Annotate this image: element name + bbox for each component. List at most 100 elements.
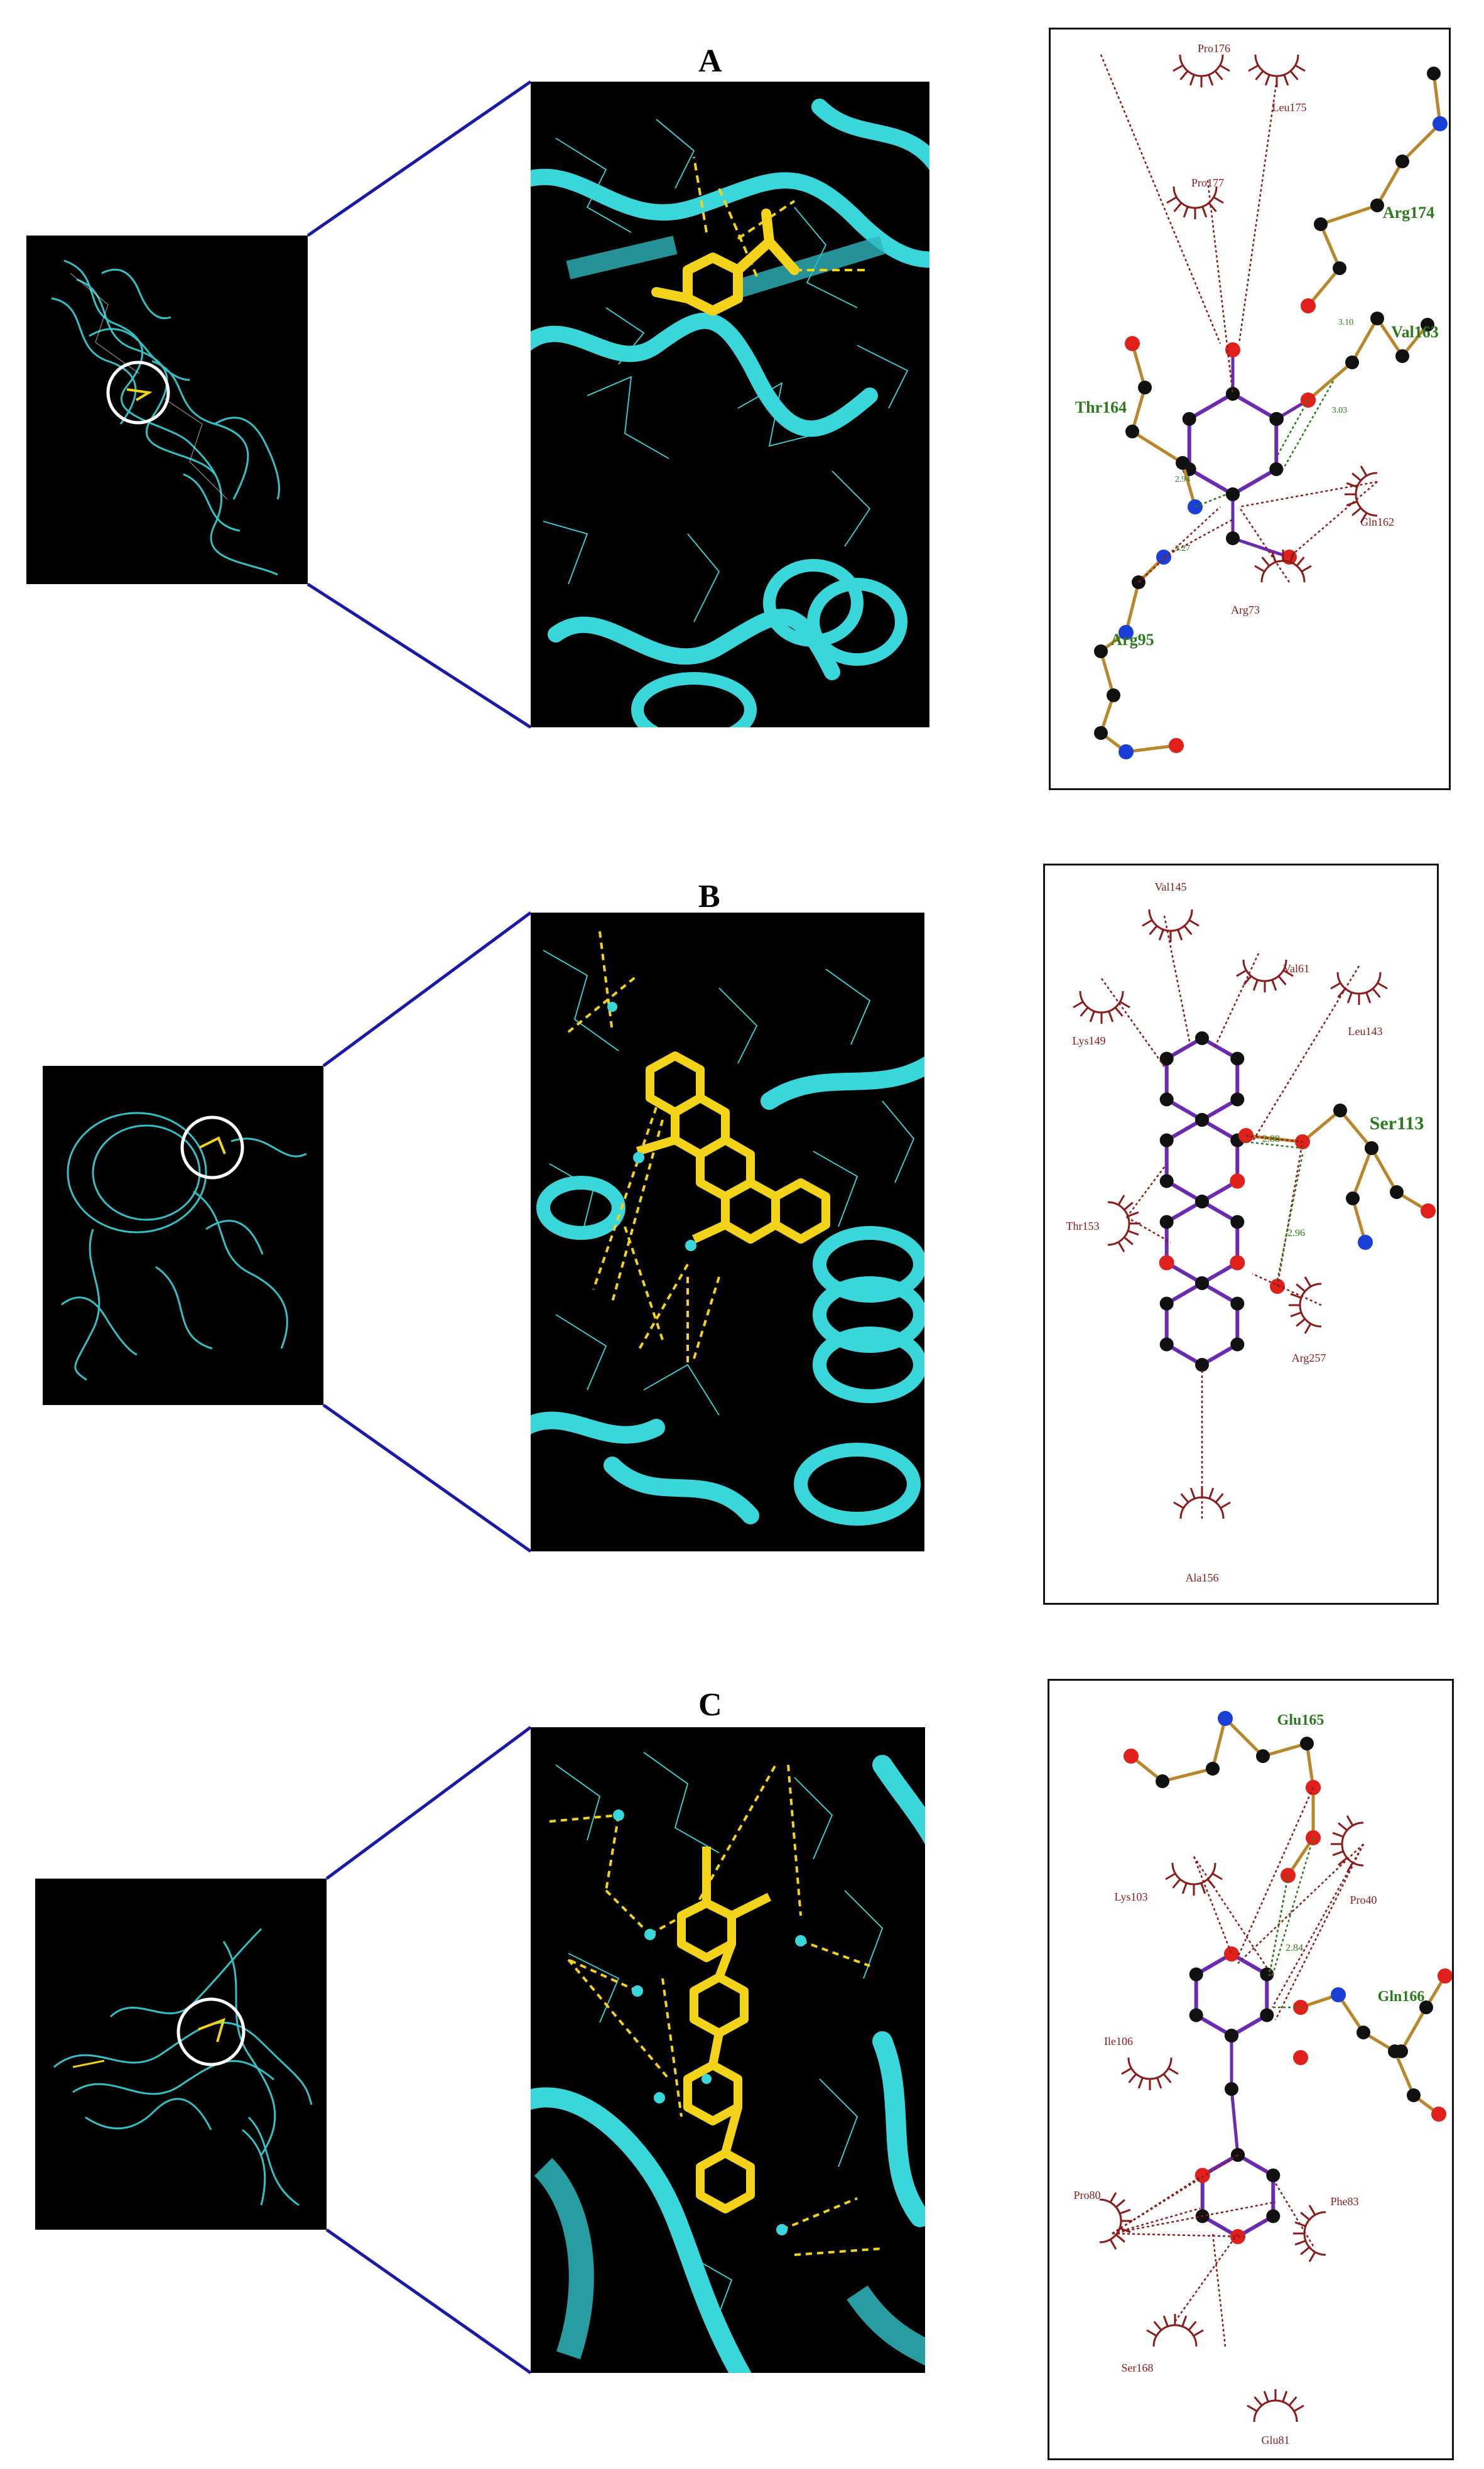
atom <box>1226 487 1240 501</box>
residue-label: Glu81 <box>1262 2434 1290 2446</box>
hydrophobic-arc-val61 <box>1236 959 1294 992</box>
atom <box>1421 1203 1436 1218</box>
atom <box>1226 387 1240 401</box>
residue-label: Gln166 <box>1378 1989 1425 2005</box>
atom <box>1107 688 1120 702</box>
residue-label: Arg95 <box>1110 631 1154 649</box>
atom <box>1138 381 1152 394</box>
hydrophobic-arc-leu175 <box>1248 54 1306 87</box>
hydrophobic-arc-val145 <box>1142 909 1200 942</box>
hydrophobic-arc-ile106 <box>1121 2057 1179 2090</box>
residue-label: Phe83 <box>1331 2195 1359 2208</box>
hydrophobic-arc-pro80 <box>1099 2192 1132 2250</box>
atom <box>1300 1737 1314 1750</box>
atom <box>1125 336 1140 351</box>
atom <box>1395 349 1409 363</box>
residue-label: Pro177 <box>1191 176 1224 189</box>
atom <box>1225 2029 1238 2043</box>
zoom-binding-site-b <box>531 913 924 1551</box>
residue-label: Pro80 <box>1073 2189 1100 2201</box>
binding-site-circle-c <box>176 1997 246 2066</box>
residue-label: Thr153 <box>1066 1220 1100 1232</box>
residue-label: Glu165 <box>1277 1712 1324 1728</box>
connector-a-top <box>306 80 532 237</box>
atom <box>1230 1296 1245 1311</box>
atom <box>1194 2168 1210 2183</box>
connector-a-bottom <box>306 582 532 729</box>
atom <box>1407 2088 1421 2102</box>
residue-label: Pro40 <box>1350 1894 1377 1906</box>
atom <box>1189 1967 1203 1982</box>
hydrophobic-arc-arg257 <box>1289 1276 1322 1334</box>
atom <box>1224 1946 1239 1962</box>
atom <box>1390 1185 1404 1199</box>
hydrophobic-arc-lys103 <box>1331 1815 1364 1873</box>
atom <box>1230 1051 1245 1066</box>
atom <box>1159 1051 1174 1066</box>
atom <box>1159 1296 1174 1311</box>
atom <box>1438 1968 1452 1983</box>
residue-label: Arg73 <box>1231 604 1260 616</box>
atom <box>1230 1337 1245 1352</box>
hbond-distance: 2.88 <box>1262 1134 1280 1144</box>
atom <box>1118 744 1134 759</box>
atom <box>1269 462 1284 476</box>
atom <box>1270 412 1284 426</box>
hydrophobic-arc-lys149 <box>1073 990 1130 1024</box>
hbond-distance: 2.84 <box>1286 1943 1303 1953</box>
atom <box>1094 726 1108 740</box>
hbond-distance: 2.96 <box>1287 1228 1305 1239</box>
binding-site-circle-a <box>106 361 170 425</box>
atom <box>1266 2209 1281 2223</box>
connector-b-top <box>322 911 532 1068</box>
residue-label: Ser168 <box>1122 2362 1154 2374</box>
atom <box>1206 1762 1220 1776</box>
atom <box>1230 1215 1245 1229</box>
atom <box>1118 625 1134 640</box>
residue-label: Ile106 <box>1104 2035 1133 2048</box>
residue-label: Leu175 <box>1272 101 1307 114</box>
atom <box>1225 342 1240 357</box>
hydrophobic-arc-phe83 <box>1293 2205 1326 2262</box>
residue-label: Arg257 <box>1292 1352 1326 1364</box>
atom <box>1195 1276 1209 1290</box>
overview-structure-c <box>35 1879 327 2230</box>
hydrophobic-arc-pro177 <box>1166 186 1224 219</box>
atom <box>1421 318 1434 332</box>
residue-label: Gln162 <box>1360 516 1394 528</box>
hydrophobic-arc-pro40 <box>1165 1862 1223 1896</box>
atom <box>1395 155 1409 168</box>
atom <box>1431 2107 1446 2122</box>
atom <box>1159 1174 1174 1188</box>
atom <box>1266 2168 1281 2183</box>
atom <box>1226 531 1240 545</box>
hbond-distance: 3.03 <box>1332 406 1348 415</box>
panel-label-a: A <box>698 43 722 79</box>
zoom-binding-site-a <box>531 82 929 727</box>
overview-structure-b <box>43 1066 323 1405</box>
atom <box>1365 1141 1378 1155</box>
atom <box>1346 1191 1360 1205</box>
atom <box>1225 2082 1238 2096</box>
residue-label: Arg174 <box>1383 203 1434 222</box>
atom <box>1159 1092 1174 1107</box>
hydrophobic-arc-ala156 <box>1173 1486 1231 1519</box>
atom <box>1156 1774 1169 1788</box>
residue-label: Ser113 <box>1370 1113 1424 1134</box>
atom <box>1195 1031 1209 1045</box>
panel-label-b: B <box>698 879 720 914</box>
hydrophobic-arc-ser168 <box>1146 2314 1204 2347</box>
atom <box>1230 1092 1245 1107</box>
hydrophobic-arc-arg73 <box>1254 550 1312 583</box>
atom <box>1333 261 1346 275</box>
atom <box>1293 2050 1308 2065</box>
hydrophobic-arc-pro176 <box>1173 54 1230 87</box>
atom <box>1256 1749 1270 1763</box>
atom <box>1433 116 1448 131</box>
hydrophobic-arc-glu81 <box>1247 2389 1304 2423</box>
panel-label-c: C <box>698 1687 722 1723</box>
